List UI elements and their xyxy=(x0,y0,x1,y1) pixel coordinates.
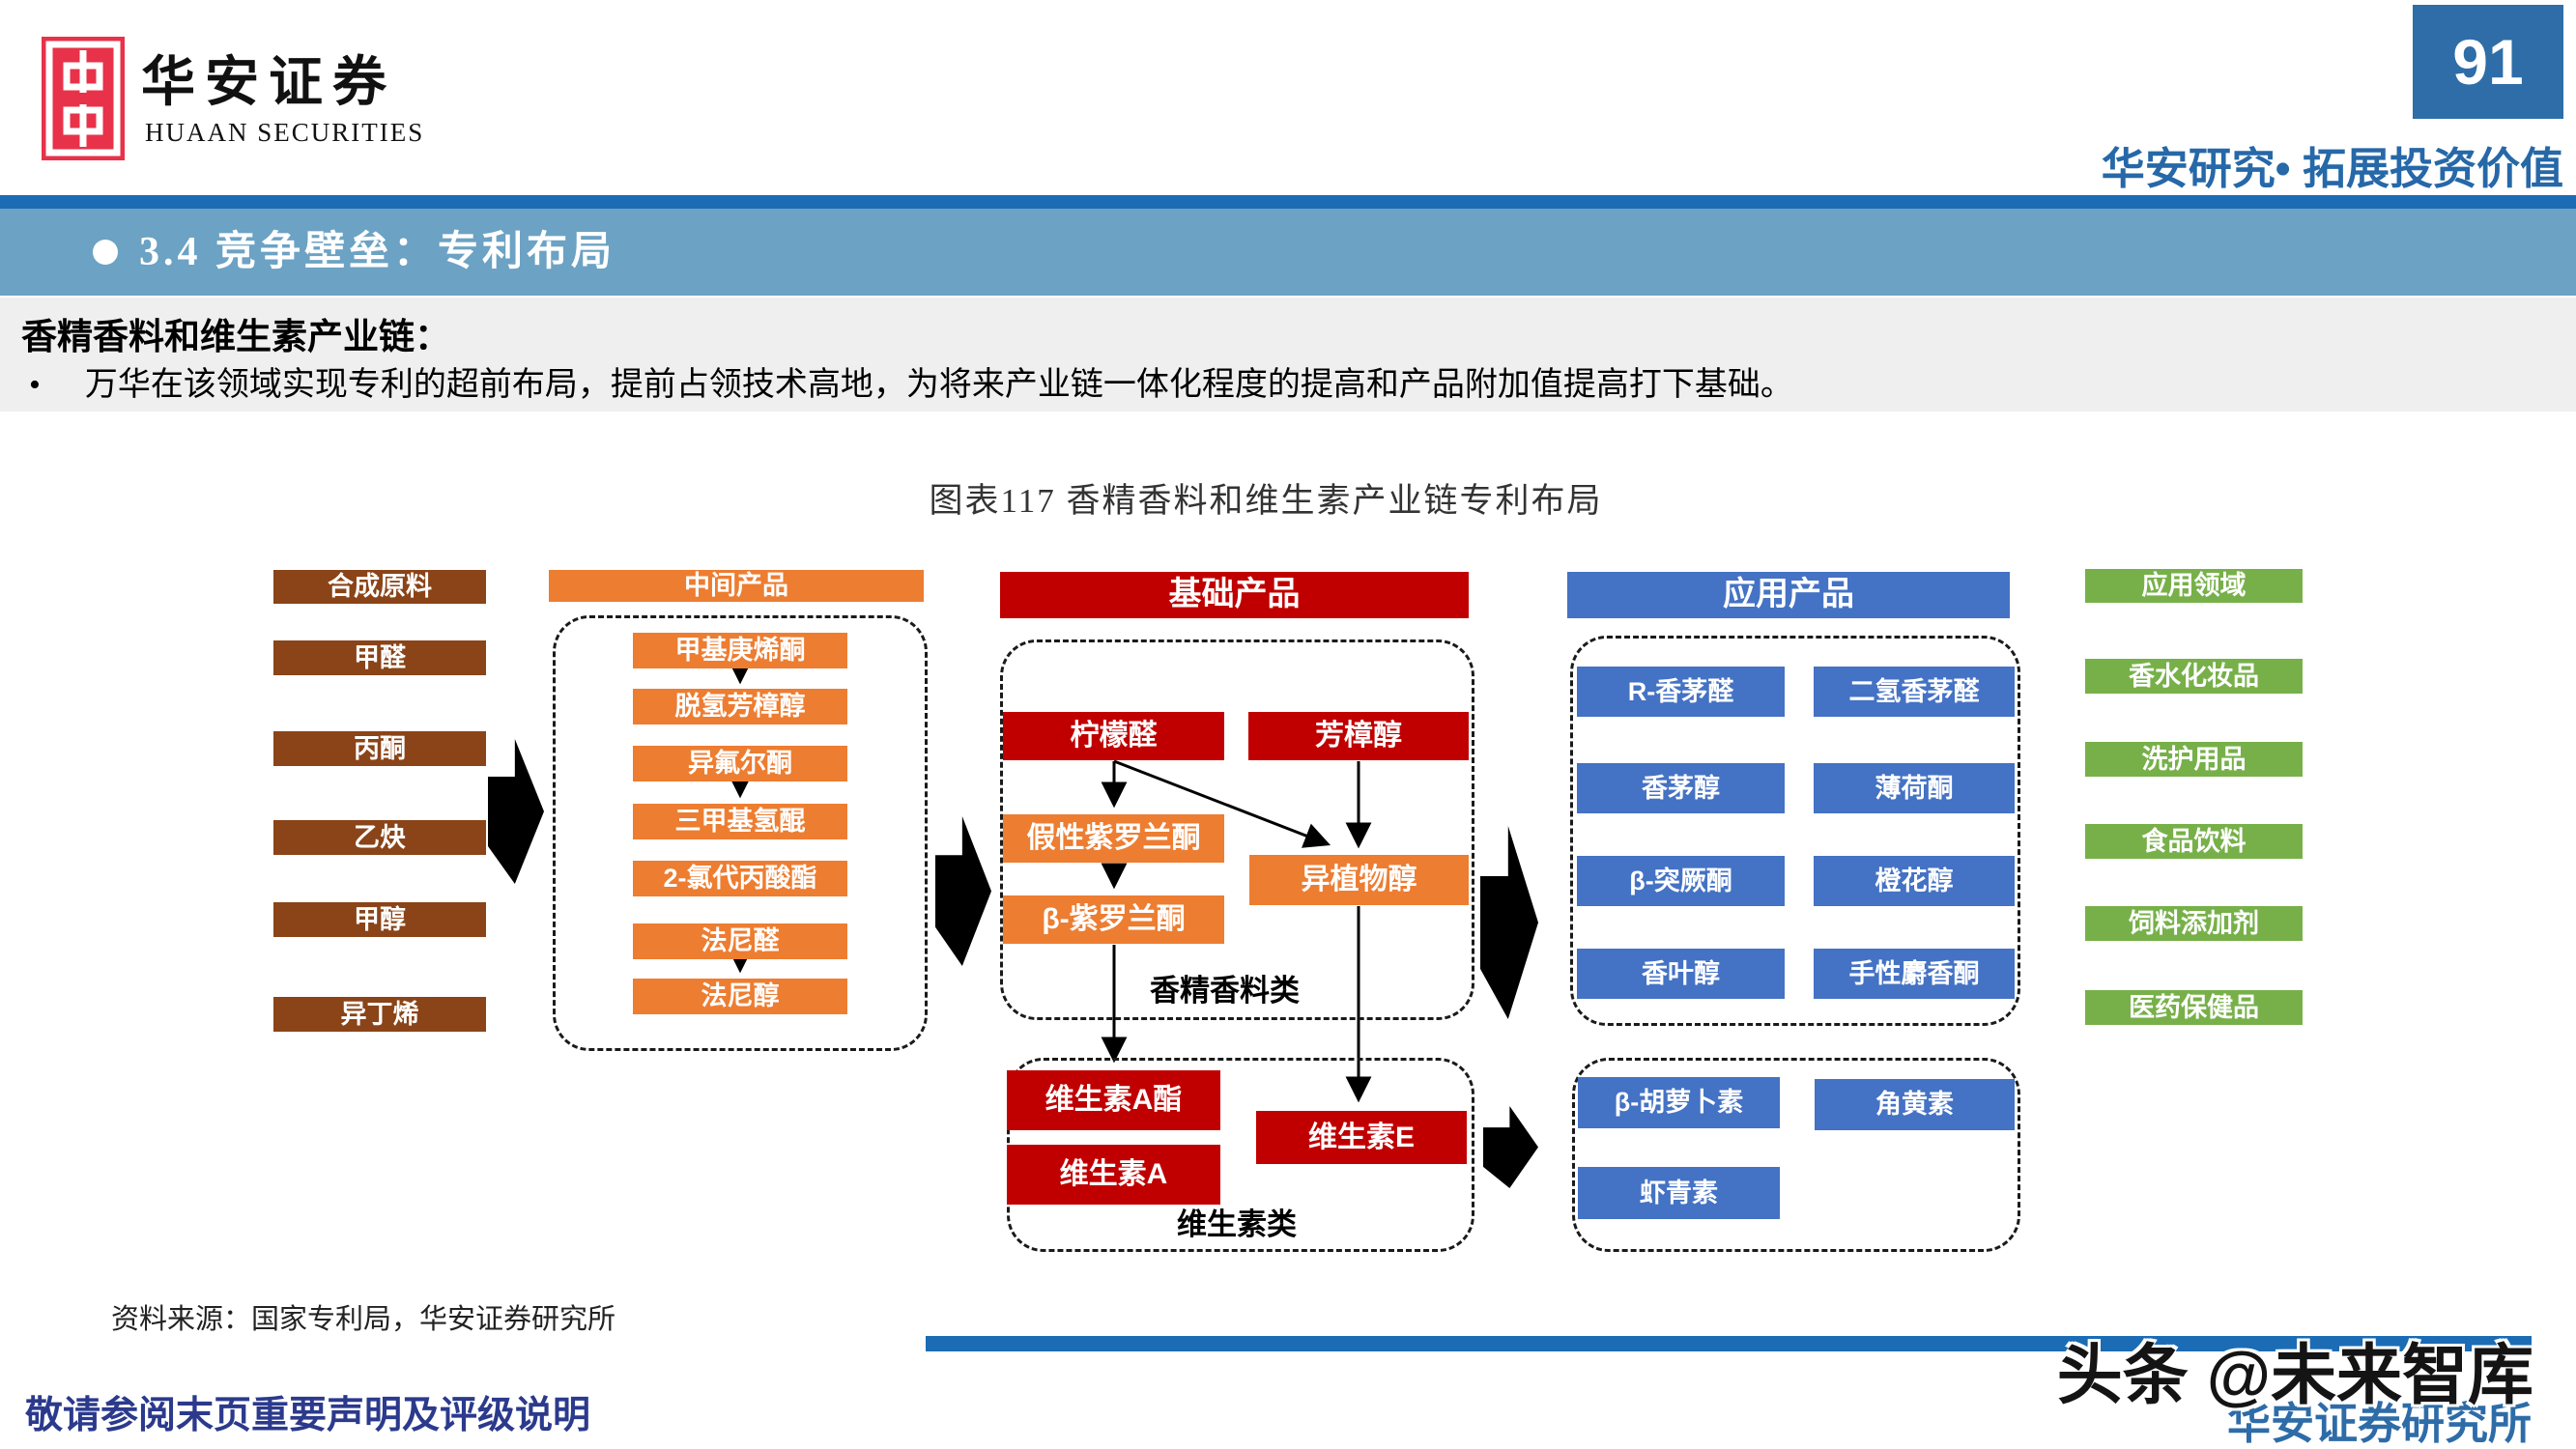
node-beta-ionone: β-紫罗兰酮 xyxy=(1003,895,1224,944)
footer-disclaimer: 敬请参阅末页重要声明及评级说明 xyxy=(25,1395,591,1436)
node-food-beverage: 食品饮料 xyxy=(2085,824,2303,859)
node-citronellol: 香茅醇 xyxy=(1577,763,1785,813)
node-isophytol: 异植物醇 xyxy=(1249,855,1469,905)
node-methanol: 甲醇 xyxy=(273,902,486,937)
flow-arrow-2 xyxy=(935,816,991,966)
node-acetylene: 乙炔 xyxy=(273,820,486,855)
intro-heading: 香精香料和维生素产业链： xyxy=(21,318,450,357)
node-feed-additive: 饲料添加剂 xyxy=(2085,906,2303,941)
node-beta-damascone: β-突厥酮 xyxy=(1577,856,1785,906)
huaan-logo-icon xyxy=(42,37,125,160)
col5-header: 应用领域 xyxy=(2085,569,2303,603)
node-farnesal: 法尼醛 xyxy=(633,923,847,959)
node-perfume-cosmetics: 香水化妆品 xyxy=(2085,659,2303,694)
logo-text-en: HUAAN SECURITIES xyxy=(145,118,425,147)
top-divider-bar xyxy=(0,195,2576,209)
vitamins-group-label: 维生素类 xyxy=(1177,1208,1297,1241)
col4-dashed-group-top xyxy=(1570,636,2020,1026)
node-2-chloropropionate: 2-氯代丙酸酯 xyxy=(633,861,847,896)
watermark-text: 头条 @未来智库 xyxy=(2056,1339,2533,1412)
figure-caption: 图表117 香精香料和维生素产业链专利布局 xyxy=(929,482,1603,520)
node-chiral-muscone: 手性麝香酮 xyxy=(1814,949,2015,999)
node-vitamin-a-ester: 维生素A酯 xyxy=(1007,1070,1220,1130)
node-linalool: 芳樟醇 xyxy=(1248,712,1469,760)
node-isobutylene: 异丁烯 xyxy=(273,997,486,1032)
node-acetone: 丙酮 xyxy=(273,731,486,766)
col2-dashed-group xyxy=(553,615,928,1051)
logo-text-cn: 华安证券 xyxy=(141,53,396,113)
footer-institute: 华安证券研究所 xyxy=(2226,1399,2532,1448)
node-dihydrocitronellal: 二氢香茅醛 xyxy=(1814,667,2015,717)
flow-arrow-3 xyxy=(1480,826,1538,1019)
col3-header: 基础产品 xyxy=(1000,572,1469,618)
node-dehydrolinalool: 脱氢芳樟醇 xyxy=(633,689,847,724)
flow-arrow-4 xyxy=(1483,1106,1538,1188)
page-number: 91 xyxy=(2413,5,2563,119)
col2-header: 中间产品 xyxy=(549,570,924,602)
col4-header: 应用产品 xyxy=(1567,572,2010,618)
intro-text: 万华在该领域实现专利的超前布局，提前占领技术高地，为将来产业链一体化程度的提高和… xyxy=(84,367,1793,403)
node-nerol: 橙花醇 xyxy=(1814,856,2015,906)
node-personal-care: 洗护用品 xyxy=(2085,742,2303,777)
node-farnesol: 法尼醇 xyxy=(633,979,847,1014)
intro-band xyxy=(0,298,2576,412)
footer-divider-bar xyxy=(926,1336,2532,1351)
node-vitamin-a: 维生素A xyxy=(1007,1145,1220,1205)
node-geraniol: 香叶醇 xyxy=(1577,949,1785,999)
node-vitamin-e: 维生素E xyxy=(1256,1111,1467,1164)
node-canthaxanthin: 角黄素 xyxy=(1815,1079,2015,1130)
node-citral: 柠檬醛 xyxy=(1003,712,1224,760)
bullet-icon: • xyxy=(29,367,41,403)
node-menthone: 薄荷酮 xyxy=(1814,763,2015,813)
col1-header: 合成原料 xyxy=(273,570,486,604)
col4-dashed-group-bottom xyxy=(1572,1058,2020,1252)
section-title-band xyxy=(0,209,2576,296)
fragrance-group-label: 香精香料类 xyxy=(1150,974,1300,1008)
intro-bullet-line: • 万华在该领域实现专利的超前布局，提前占领技术高地，为将来产业链一体化程度的提高… xyxy=(29,357,1793,405)
brand-slogan: 华安研究• 拓展投资价值 xyxy=(2101,144,2563,193)
node-pharma-healthcare: 医药保健品 xyxy=(2085,990,2303,1025)
node-beta-carotene: β-胡萝卜素 xyxy=(1578,1077,1780,1128)
section-bullet-icon xyxy=(93,240,118,265)
node-r-citronellal: R-香茅醛 xyxy=(1577,667,1785,717)
node-formaldehyde: 甲醛 xyxy=(273,640,486,675)
section-title: 3.4 竞争壁垒：专利布局 xyxy=(139,230,616,274)
flow-arrow-1 xyxy=(488,739,544,884)
fragrance-dashed-group xyxy=(1000,639,1474,1020)
node-astaxanthin: 虾青素 xyxy=(1578,1167,1780,1219)
node-methylheptenone: 甲基庚烯酮 xyxy=(633,633,847,668)
node-pseudoionone: 假性紫罗兰酮 xyxy=(1003,814,1224,863)
data-source-note: 资料来源：国家专利局，华安证券研究所 xyxy=(111,1304,616,1335)
node-trimethylhydroquinone: 三甲基氢醌 xyxy=(633,804,847,839)
node-isophorone: 异氟尔酮 xyxy=(633,746,847,781)
